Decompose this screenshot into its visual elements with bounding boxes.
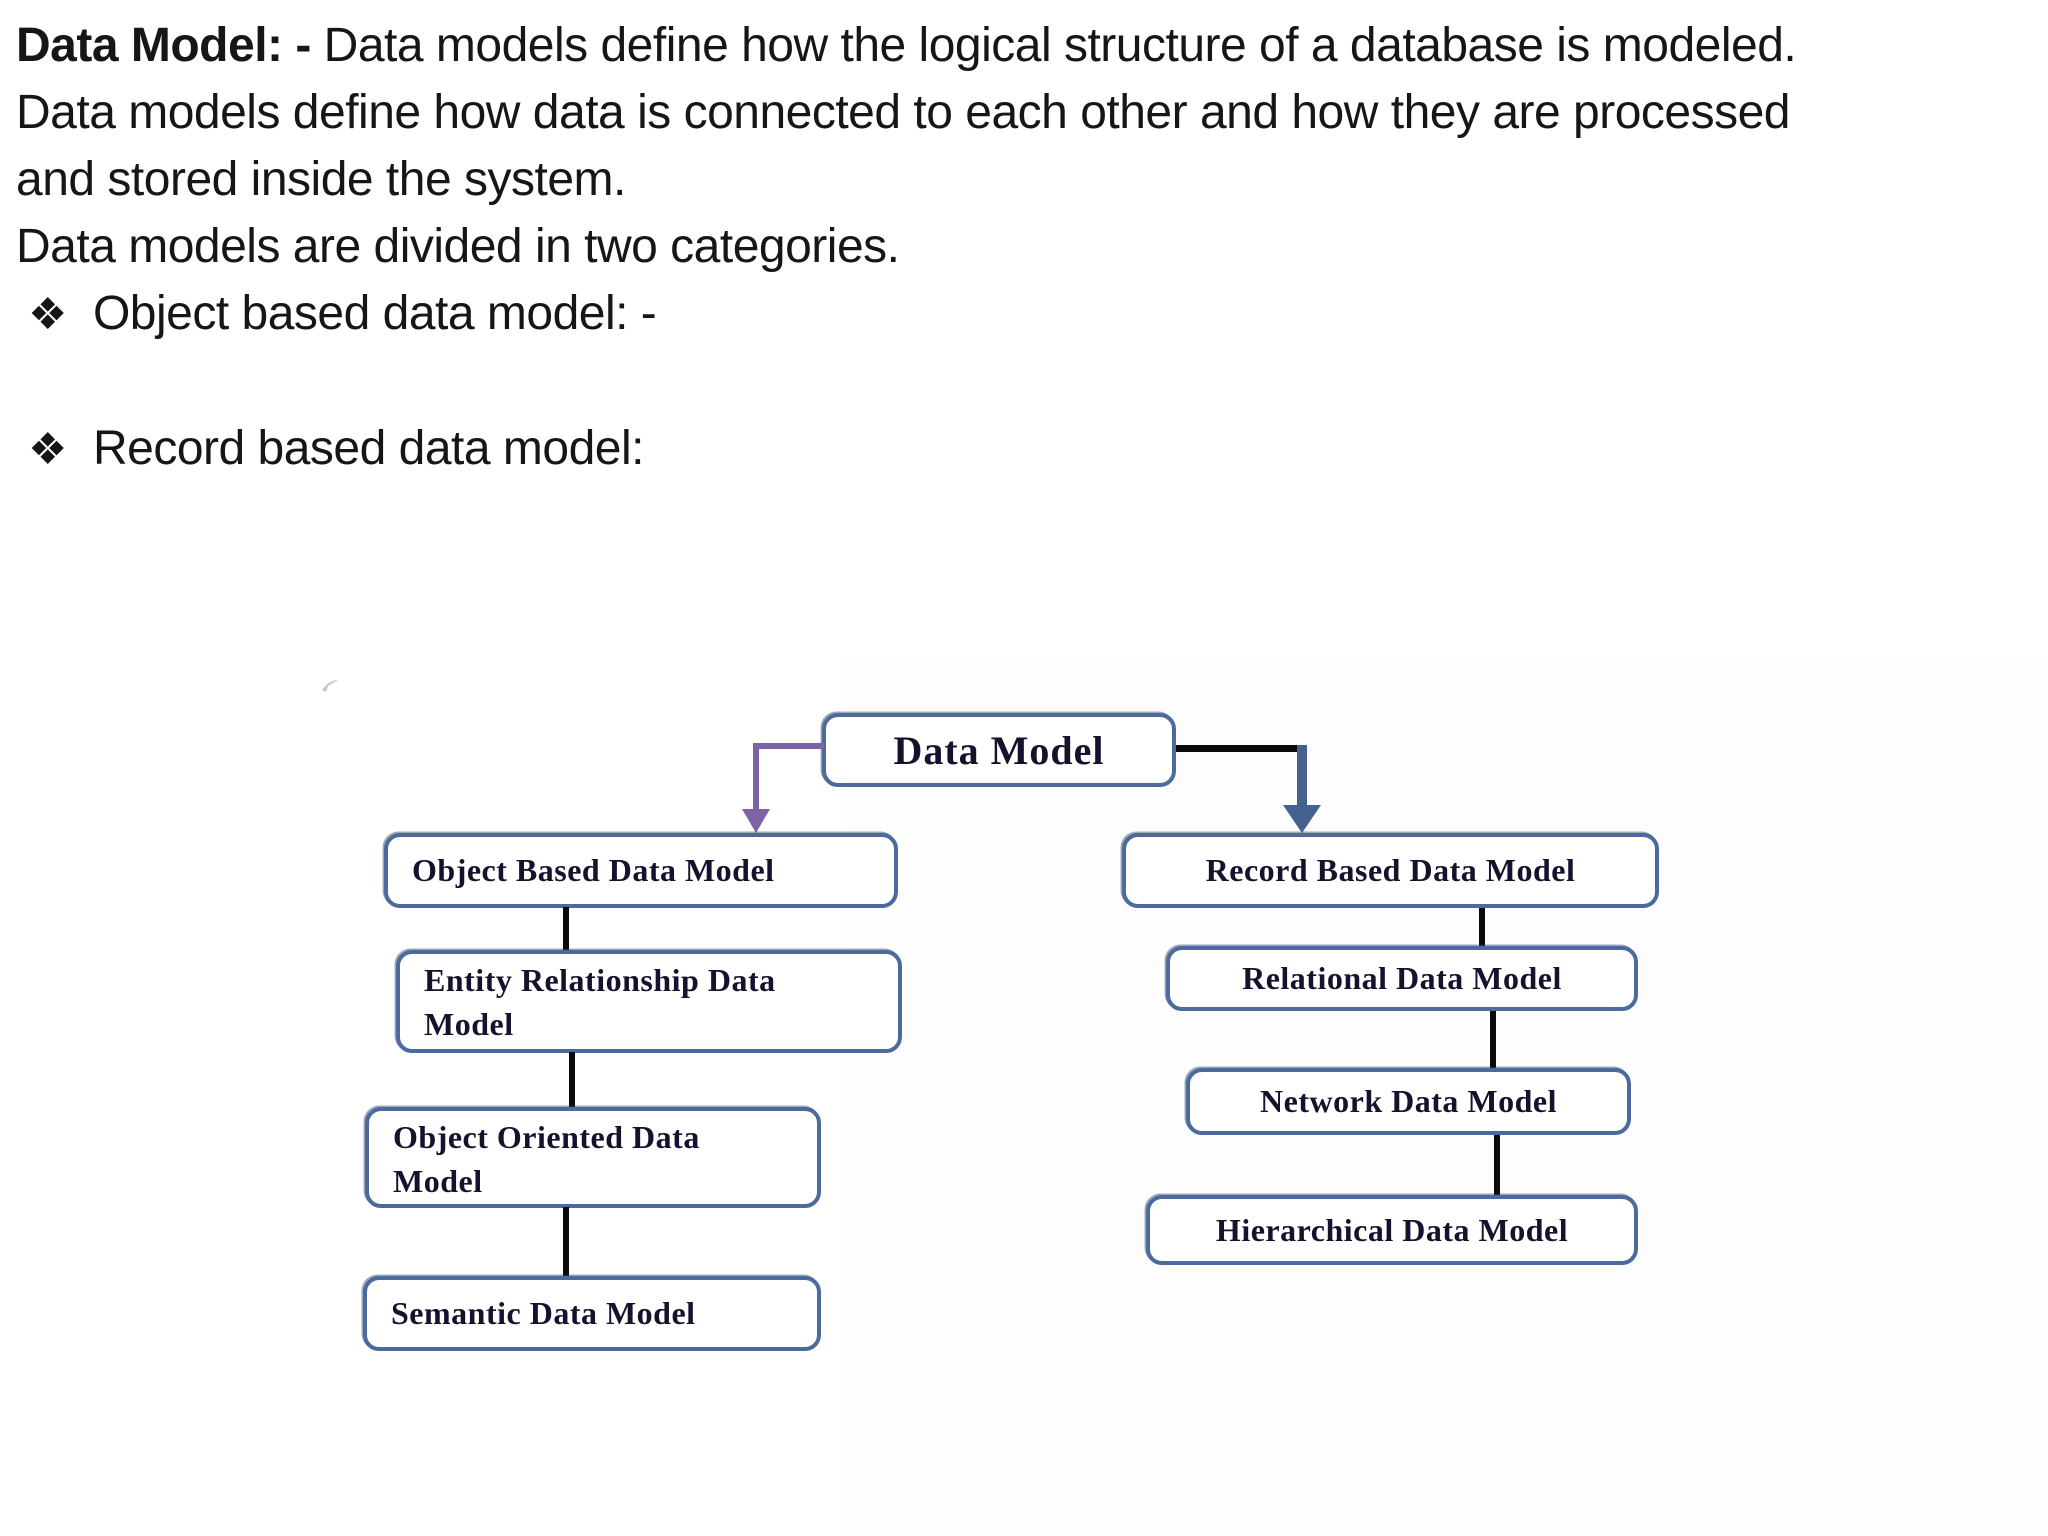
intro-line-2: Data models define how data is connected… (16, 86, 1790, 139)
connector-left-2 (569, 1052, 575, 1108)
node-label: Data Model (893, 727, 1105, 773)
intro-lead-rest: Data models define how the logical struc… (310, 19, 1797, 72)
node-label: Record Based Data Model (1205, 852, 1576, 888)
connector-slate-vertical (1297, 745, 1307, 805)
bullet-label: Object based data model: - (92, 287, 657, 340)
node-label: Network Data Model (1260, 1083, 1557, 1119)
intro-line-4: Data models are divided in two categorie… (16, 220, 900, 273)
node-label-line: Object Oriented Data (393, 1119, 700, 1155)
node-record-based-data-model: Record Based Data Model (1122, 833, 1659, 908)
node-label-line: Model (393, 1163, 483, 1199)
bullet-label: Record based data model: (92, 422, 645, 475)
arrow-down-purple-icon (742, 809, 770, 833)
node-label: Semantic Data Model (391, 1295, 696, 1331)
node-object-oriented-data-model: Object Oriented Data Model (365, 1107, 821, 1208)
node-data-model: Data Model (822, 713, 1176, 787)
diamond-bullet-icon: ❖ (28, 290, 67, 339)
diamond-bullet-icon: ❖ (28, 425, 67, 474)
stray-mark (322, 680, 338, 692)
connector-right-1 (1479, 908, 1485, 946)
connector-left-1 (563, 907, 569, 951)
intro-line-1: Data Model: - Data models define how the… (16, 12, 2042, 79)
node-label: Hierarchical Data Model (1215, 1211, 1569, 1248)
intro-line-3: and stored inside the system. (16, 153, 626, 206)
node-relational-data-model: Relational Data Model (1166, 946, 1638, 1011)
intro-paragraph: Data Model: - Data models define how the… (16, 12, 2042, 483)
connector-right-2 (1490, 1011, 1496, 1068)
connector-purple-horizontal (753, 743, 824, 749)
node-semantic-data-model: Semantic Data Model (363, 1276, 821, 1351)
connector-black-horizontal (1176, 745, 1304, 752)
arrow-down-slate-icon (1283, 805, 1321, 833)
node-label: Object Based Data Model (412, 852, 775, 888)
node-entity-relationship-data-model: Entity Relationship Data Model (396, 950, 902, 1053)
blank-line (16, 348, 2042, 415)
connector-left-3 (563, 1207, 569, 1276)
node-label: Relational Data Model (1242, 960, 1562, 996)
bullet-item-object-based: ❖ Object based data model: - (28, 280, 2042, 348)
connector-purple-vertical (753, 743, 759, 809)
node-hierarchical-data-model: Hierarchical Data Model (1146, 1195, 1638, 1265)
connector-right-3 (1494, 1135, 1500, 1195)
node-label-line: Model (424, 1006, 514, 1042)
node-object-based-data-model: Object Based Data Model (384, 833, 898, 908)
node-label-line: Entity Relationship Data (424, 962, 776, 998)
bullet-item-record-based: ❖ Record based data model: (28, 415, 2042, 483)
node-network-data-model: Network Data Model (1186, 1068, 1631, 1135)
intro-lead-bold: Data Model: - (16, 19, 311, 72)
